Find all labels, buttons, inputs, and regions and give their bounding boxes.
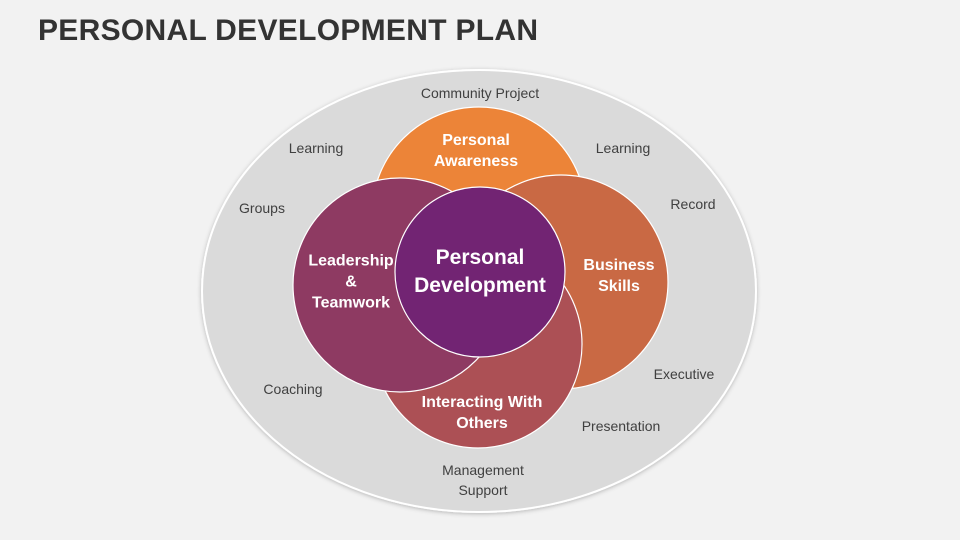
label-record: Record	[670, 196, 716, 212]
label-management-support: Management Support	[442, 460, 524, 500]
personal-development-label: Personal Development	[414, 244, 546, 300]
personal-awareness-line2: Awareness	[433, 153, 519, 170]
page-title: PERSONAL DEVELOPMENT PLAN	[38, 14, 539, 47]
leadership-line2: &	[345, 273, 357, 291]
business-skills-line2: Skills	[598, 278, 640, 295]
leadership-line1: Leadership	[308, 252, 394, 270]
label-groups: Groups	[239, 200, 285, 216]
interacting-line2: Others	[456, 415, 508, 432]
leadership-line3: Teamwork	[312, 294, 390, 312]
leadership-label: Leadership & Teamwork	[308, 251, 393, 314]
personal-development-line2: Development	[414, 274, 546, 297]
label-community-project: Community Project	[420, 85, 540, 101]
label-learning-left: Learning	[288, 140, 344, 156]
business-skills-line1: Business	[583, 257, 655, 274]
interacting-line1: Interacting With	[421, 394, 543, 411]
personal-awareness-line1: Personal	[442, 132, 510, 149]
management-line1: Management	[442, 462, 524, 478]
personal-development-line1: Personal	[435, 246, 525, 269]
management-line2: Support	[458, 482, 508, 498]
label-learning-right: Learning	[595, 140, 651, 156]
circle-personal-development	[394, 186, 566, 358]
label-executive: Executive	[653, 366, 715, 382]
business-skills-label: Business Skills	[583, 255, 654, 297]
interacting-label: Interacting With Others	[422, 392, 543, 434]
personal-awareness-label: Personal Awareness	[434, 130, 518, 172]
label-coaching: Coaching	[263, 381, 323, 397]
label-presentation: Presentation	[581, 418, 661, 434]
